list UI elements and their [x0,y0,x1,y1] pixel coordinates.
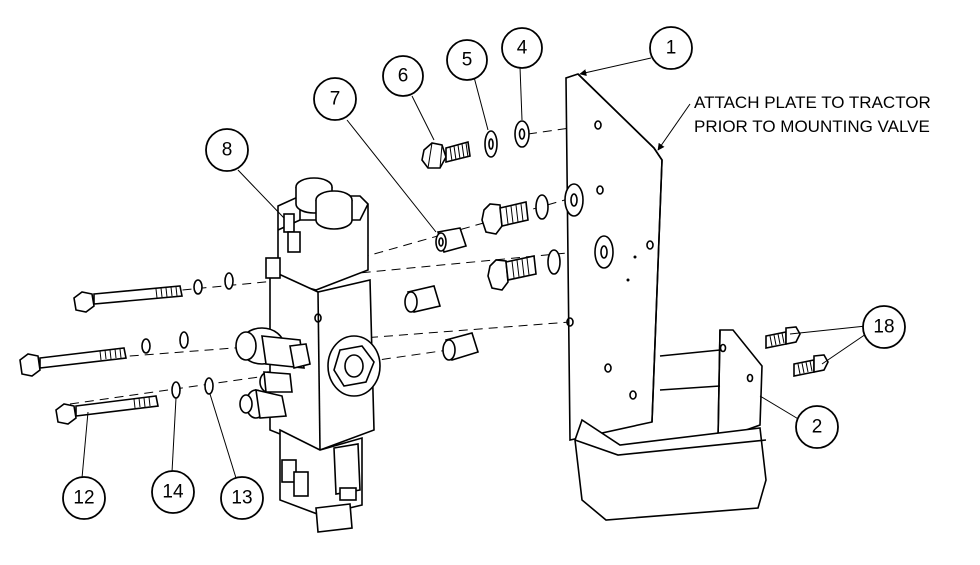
svg-text:12: 12 [73,488,94,509]
note-line-1: ATTACH PLATE TO TRACTOR [694,93,931,112]
note-line-2: PRIOR TO MOUNTING VALVE [694,117,930,136]
balloon-2: 2 [795,405,839,449]
bolts-18 [765,326,829,377]
svg-text:1: 1 [666,38,677,59]
mounting-note: ATTACH PLATE TO TRACTOR PRIOR TO MOUNTIN… [694,93,931,136]
long-bolt-middle [19,331,189,377]
bolt-row-2 [481,183,584,235]
leader-lines [81,57,867,479]
svg-text:6: 6 [398,66,409,87]
svg-text:8: 8 [222,140,233,161]
balloon-12: 12 [62,476,106,520]
svg-text:2: 2 [812,417,823,438]
svg-text:7: 7 [330,89,341,110]
valve-fittings [235,327,381,419]
svg-text:14: 14 [162,482,184,503]
svg-text:4: 4 [517,38,528,59]
balloon-5: 5 [446,39,488,81]
balloon-6: 6 [382,55,424,97]
balloon-7: 7 [313,77,357,121]
balloon-14: 14 [151,470,195,514]
lockwasher-14 [171,381,181,399]
spacers-7 [404,227,480,362]
balloon-18: 18 [862,305,906,349]
balloon-13: 13 [220,476,264,520]
bolt-row-3 [487,235,614,291]
valve-body [265,177,375,533]
washer-13 [204,377,214,395]
balloon-4: 4 [501,27,543,69]
svg-text:5: 5 [462,50,473,71]
long-bolt-upper [73,272,234,313]
bolt-6 [421,140,471,169]
mounting-plate [565,73,663,441]
balloon-8: 8 [205,128,249,172]
bracket [574,329,767,521]
balloon-1: 1 [649,26,693,70]
svg-text:13: 13 [231,488,252,509]
long-bolt-lower [55,377,214,425]
svg-text:18: 18 [873,317,894,338]
